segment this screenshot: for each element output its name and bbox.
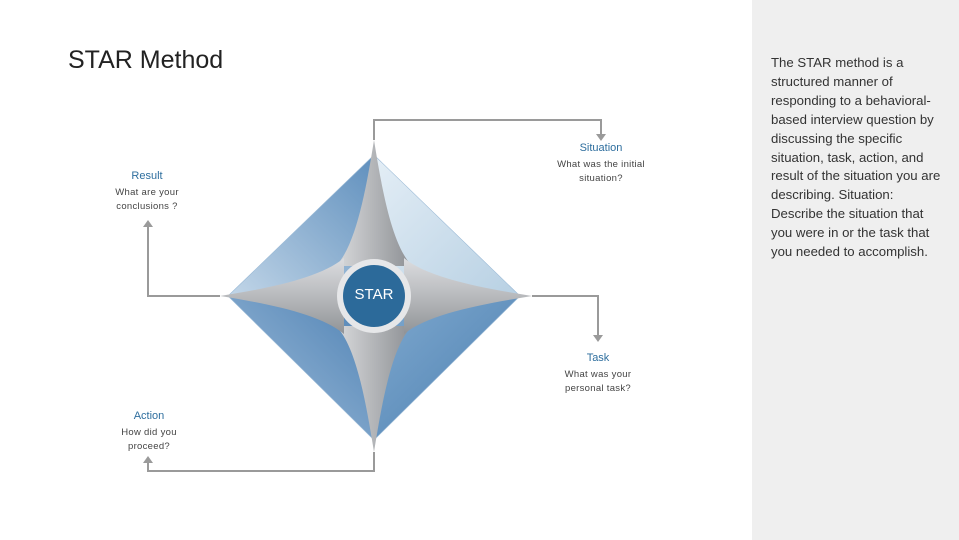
connector-bottom-to-action <box>147 452 375 472</box>
situation-block: Situation What was the initial situation… <box>545 142 657 186</box>
arrowhead-action <box>143 456 153 463</box>
connector-right-to-task <box>532 295 599 335</box>
action-question-line: How did you <box>121 427 177 438</box>
task-question-line: personal task? <box>565 383 631 394</box>
situation-question-line: situation? <box>579 173 623 184</box>
arrowhead-result <box>143 220 153 227</box>
arrowhead-task <box>593 335 603 342</box>
result-question-line: conclusions ? <box>116 201 178 212</box>
star-point-top <box>336 140 412 266</box>
connector-left-to-result <box>147 226 220 297</box>
star-point-bottom <box>336 326 412 452</box>
arrowhead-situation <box>596 134 606 141</box>
task-question-line: What was your <box>564 369 632 380</box>
situation-heading: Situation <box>579 142 623 154</box>
star-point-left <box>220 258 344 334</box>
task-question: What was your personal task? <box>546 368 650 396</box>
situation-question-line: What was the initial <box>557 159 645 170</box>
description-text: The STAR method is a structured manner o… <box>771 55 941 260</box>
result-question: What are your conclusions ? <box>96 186 198 214</box>
slide-title: STAR Method <box>68 46 224 74</box>
action-question: How did you proceed? <box>99 426 199 454</box>
description-panel: The STAR method is a structured manner o… <box>752 0 959 540</box>
action-heading: Action <box>133 410 165 422</box>
result-heading: Result <box>131 170 163 182</box>
result-question-line: What are your <box>115 187 179 198</box>
task-heading: Task <box>586 352 610 364</box>
star-point-right <box>404 258 532 334</box>
star-diagram <box>143 119 606 472</box>
connector-top-to-situation <box>373 119 602 140</box>
star-center-circle <box>343 265 405 327</box>
situation-question: What was the initial situation? <box>545 158 657 186</box>
result-block: Result What are your conclusions ? <box>96 170 198 214</box>
action-question-line: proceed? <box>127 441 170 452</box>
task-block: Task What was your personal task? <box>546 352 650 396</box>
action-block: Action How did you proceed? <box>99 410 199 454</box>
star-center-label: STAR <box>354 286 394 303</box>
